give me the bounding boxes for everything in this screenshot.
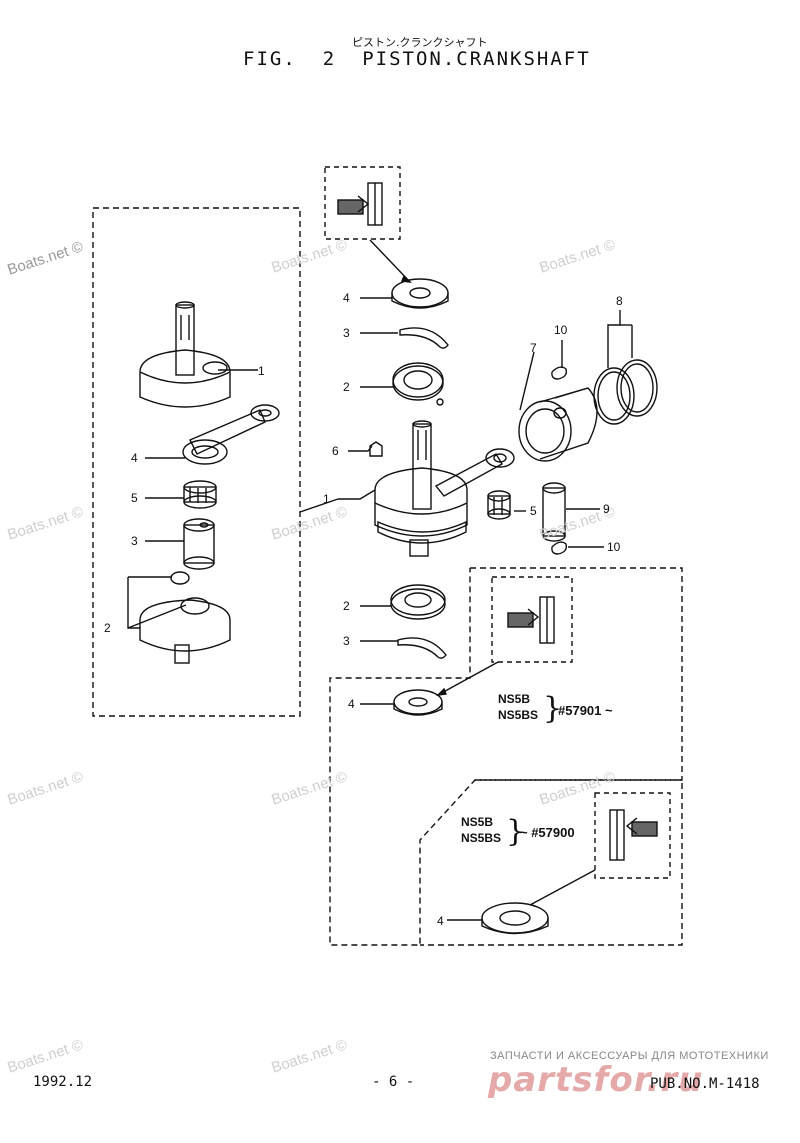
model-note-a: NS5B NS5BS <box>498 691 538 723</box>
serial-range-b: ~ #57900 <box>520 825 575 840</box>
seal-section-detail-b <box>609 809 658 861</box>
callout-center-2: 2 <box>343 380 350 394</box>
ball-bearing-upper <box>392 362 444 406</box>
oilseal-detail-box-b <box>594 792 671 879</box>
callout-right-9: 9 <box>603 502 610 516</box>
page-title: FIG. 2 PISTON.CRANKSHAFT <box>243 48 591 70</box>
fig-label: FIG. <box>243 48 297 70</box>
callout-center-6: 6 <box>332 444 339 458</box>
serial-range-a: #57901 ~ <box>558 703 613 718</box>
seal-section-detail-a <box>507 596 555 644</box>
oilseal-detail-box-a <box>491 576 573 663</box>
oilseal-group-box-a <box>329 567 683 946</box>
needle-bearing-left <box>183 480 217 509</box>
needle-bearing-right <box>487 490 511 520</box>
callout-left-1: 1 <box>258 364 265 378</box>
oilseal-detail-box-top <box>324 166 401 240</box>
callout-right-8: 8 <box>616 294 623 308</box>
circlip-lower <box>551 541 568 555</box>
callout-left-3: 3 <box>131 534 138 548</box>
snap-ring-upper <box>399 327 449 349</box>
crank-pin-left <box>183 518 215 570</box>
piston <box>518 387 598 462</box>
callout-left-2: 2 <box>104 621 111 635</box>
model-name: NS5B <box>498 692 531 706</box>
callout-center-4b: 4 <box>348 697 355 711</box>
piston-rings <box>593 359 658 425</box>
callout-center-5: 5 <box>530 504 537 518</box>
callout-center-3: 3 <box>343 326 350 340</box>
page-number: - 6 - <box>372 1074 415 1090</box>
connecting-rod-left <box>182 404 280 465</box>
oil-seal-alt <box>481 902 549 935</box>
snap-ring-lower <box>397 637 447 659</box>
crankshaft-lower-half <box>139 571 231 664</box>
circlip-upper <box>551 366 568 380</box>
brand-logo: partsfor.ru <box>488 1060 704 1100</box>
callout-right-10b: 10 <box>607 540 621 554</box>
crankshaft-upper-half <box>139 301 231 408</box>
model-name: NS5BS <box>498 708 539 722</box>
publication-number: PUB.NO.M-1418 <box>650 1076 760 1092</box>
callout-center-3b: 3 <box>343 634 350 648</box>
oil-seal-lower <box>393 689 443 716</box>
oil-seal-lower-a <box>390 584 446 620</box>
oil-seal-upper <box>391 278 449 309</box>
woodruff-key <box>369 441 383 457</box>
crankshaft-group-box <box>92 207 301 717</box>
callout-center-4: 4 <box>343 291 350 305</box>
title-japanese: ピストン.クランクシャフト <box>352 36 488 49</box>
callout-center-1: 1 <box>323 492 330 506</box>
model-name: NS5BS <box>461 831 502 845</box>
footer-date: 1992.12 <box>33 1074 93 1090</box>
brace: } <box>543 691 563 726</box>
callout-right-7: 7 <box>530 341 537 355</box>
callout-left-4: 4 <box>131 451 138 465</box>
brace: } <box>506 814 526 849</box>
callout-lower-4: 4 <box>437 914 444 928</box>
callout-right-10: 10 <box>554 323 568 337</box>
oilseal-group-box-b <box>420 779 683 946</box>
callout-left-5: 5 <box>131 491 138 505</box>
callout-center-2b: 2 <box>343 599 350 613</box>
footer-russian-caption: ЗАПЧАСТИ И АКСЕССУАРЫ ДЛЯ МОТОТЕХНИКИ <box>490 1050 769 1062</box>
fig-number: 2 <box>322 48 337 70</box>
seal-section-detail-top <box>337 182 383 226</box>
connecting-rod-center <box>434 448 515 497</box>
model-name: NS5B <box>461 815 494 829</box>
model-note-b: NS5B NS5BS <box>461 814 501 846</box>
piston-pin <box>542 482 566 542</box>
fig-title: PISTON.CRANKSHAFT <box>362 48 591 70</box>
crankshaft-assembled <box>374 420 468 557</box>
